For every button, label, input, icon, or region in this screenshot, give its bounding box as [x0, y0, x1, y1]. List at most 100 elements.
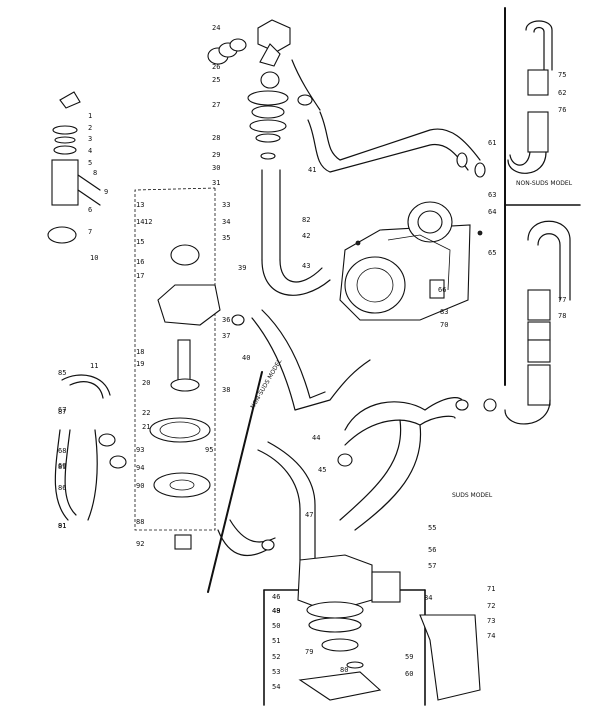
- part-label-49: 49: [272, 607, 280, 615]
- part-label-93: 93: [136, 446, 144, 454]
- part-label-20: 20: [142, 379, 150, 387]
- part-label-16: 16: [136, 258, 144, 266]
- part-label-60: 60: [405, 670, 413, 678]
- part-label-54: 54: [272, 683, 280, 691]
- part-label-7: 7: [88, 228, 92, 236]
- part-label-2: 2: [88, 124, 92, 132]
- part-label-28: 28: [212, 134, 220, 142]
- part-label-15: 15: [136, 238, 144, 246]
- part-label-39: 39: [238, 264, 246, 272]
- part-label-41: 41: [308, 166, 316, 174]
- part-label-85: 85: [58, 369, 66, 377]
- pump-housing: [339, 201, 483, 321]
- caption-non-suds-mid: NON-SUDS MODEL: [249, 358, 283, 411]
- part-label-84: 84: [424, 594, 432, 602]
- part-label-27: 27: [212, 101, 220, 109]
- part-label-35: 35: [222, 234, 230, 242]
- part-label-42: 42: [302, 232, 310, 240]
- part-label-5: 5: [88, 159, 92, 167]
- part-label-91: 91: [58, 522, 66, 530]
- part-label-37: 37: [222, 332, 230, 340]
- part-label-88: 88: [136, 518, 144, 526]
- part-label-44: 44: [312, 434, 320, 442]
- part-label-3: 3: [88, 135, 92, 143]
- top-hose: [307, 111, 486, 178]
- part-label-57: 57: [428, 562, 436, 570]
- part-label-51: 51: [272, 637, 280, 645]
- drain-hose: [231, 309, 371, 411]
- part-label-78: 78: [558, 312, 566, 320]
- part-label-8: 8: [93, 169, 97, 177]
- part-label-46: 46: [272, 593, 280, 601]
- part-label-77: 77: [558, 296, 566, 304]
- part-label-13: 13: [136, 201, 144, 209]
- part-label-31: 31: [212, 179, 220, 187]
- part-label-90: 90: [136, 482, 144, 490]
- suds-hose: [217, 441, 316, 561]
- suds-tubes-right: [483, 220, 571, 425]
- part-label-92: 92: [136, 540, 144, 548]
- part-label-63: 63: [488, 191, 496, 199]
- part-label-33: 33: [222, 201, 230, 209]
- caption-non-suds-top: NON-SUDS MODEL: [516, 180, 573, 187]
- part-label-45: 45: [318, 466, 326, 474]
- part-label-52: 52: [272, 653, 280, 661]
- part-label-11: 11: [90, 362, 98, 370]
- part-label-1: 1: [88, 112, 92, 120]
- part-label-94: 94: [136, 464, 144, 472]
- part-label-56: 56: [428, 546, 436, 554]
- part-label-26: 26: [212, 63, 220, 71]
- part-label-4: 4: [88, 147, 92, 155]
- part-label-74: 74: [487, 632, 495, 640]
- part-label-22: 22: [142, 409, 150, 417]
- part-label-70: 70: [440, 321, 448, 329]
- part-label-53: 53: [272, 668, 280, 676]
- part-label-43: 43: [302, 262, 310, 270]
- part-label-9: 9: [104, 188, 108, 196]
- part-label-89: 89: [58, 463, 66, 471]
- part-label-81: 81: [58, 522, 66, 530]
- part-label-67: 67: [58, 406, 66, 414]
- part-label-10: 10: [90, 254, 98, 262]
- part-label-82: 82: [302, 216, 310, 224]
- part-label-62: 62: [558, 89, 566, 97]
- part-label-68: 68: [58, 447, 66, 455]
- part-label-87: 87: [58, 408, 66, 416]
- part-label-38: 38: [222, 386, 230, 394]
- part-label-47: 47: [305, 511, 313, 519]
- part-label-65: 65: [488, 249, 496, 257]
- part-label-76: 76: [558, 106, 566, 114]
- part-label-75: 75: [558, 71, 566, 79]
- part-label-80: 80: [340, 666, 348, 674]
- caption-suds-model: SUDS MODEL: [452, 492, 493, 499]
- part-label-73: 73: [487, 617, 495, 625]
- part-label-21: 21: [142, 423, 150, 431]
- part-label-71: 71: [487, 585, 495, 593]
- part-label-64: 64: [488, 208, 496, 216]
- part-label-50: 50: [272, 622, 280, 630]
- part-label-79: 79: [305, 648, 313, 656]
- part-labels: 1234567891011121314151617181920212224252…: [58, 24, 566, 691]
- part-label-25: 25: [212, 76, 220, 84]
- part-label-69: 69: [58, 462, 66, 470]
- part-label-36: 36: [222, 316, 230, 324]
- part-label-86: 86: [58, 484, 66, 492]
- non-suds-tubes-top: [507, 20, 553, 174]
- part-label-48: 48: [272, 607, 280, 615]
- fill-assembly: [207, 19, 331, 296]
- part-label-30: 30: [212, 164, 220, 172]
- part-label-17: 17: [136, 272, 144, 280]
- part-label-40: 40: [242, 354, 250, 362]
- part-label-29: 29: [212, 151, 220, 159]
- part-label-55: 55: [428, 524, 436, 532]
- connecting-hose: [337, 397, 469, 531]
- part-label-24: 24: [212, 24, 220, 32]
- part-label-34: 34: [222, 218, 230, 226]
- part-label-6: 6: [88, 206, 92, 214]
- part-label-95: 95: [205, 446, 213, 454]
- part-label-19: 19: [136, 360, 144, 368]
- left-hoses: [54, 374, 127, 521]
- part-label-14: 14: [136, 218, 144, 226]
- part-label-61: 61: [488, 139, 496, 147]
